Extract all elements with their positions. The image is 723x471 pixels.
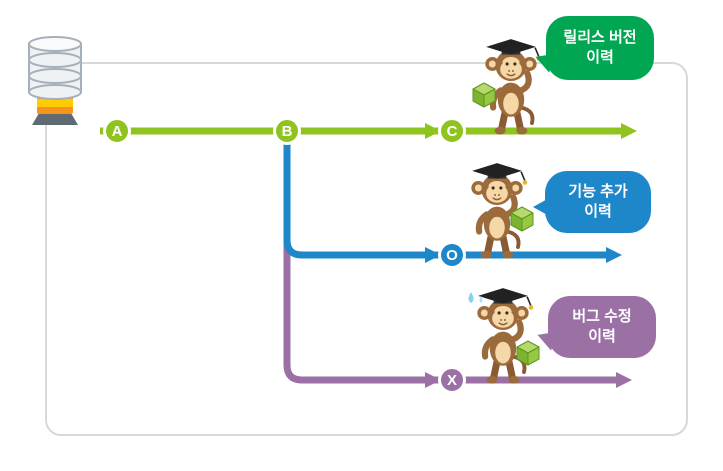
speech-bubble-feature-line1: 기능 추가: [568, 182, 628, 200]
speech-bubble-release-line2: 이력: [586, 49, 614, 66]
commit-node-b: B: [273, 117, 301, 145]
commit-node-c: C: [438, 117, 466, 145]
commit-node-x: X: [438, 366, 466, 394]
diagram-panel: [45, 62, 688, 436]
speech-bubble-release-line1: 릴리스 버전: [563, 28, 637, 46]
speech-bubble-bugfix: 버그 수정 이력: [534, 296, 656, 358]
commit-node-a: A: [103, 117, 131, 145]
speech-bubble-tail: [533, 197, 551, 217]
commit-node-c-label: C: [446, 122, 458, 140]
green-cube-icon: [510, 206, 534, 232]
commit-node-o: O: [438, 241, 466, 269]
commit-node-b-label: B: [281, 122, 293, 140]
commit-node-x-label: X: [446, 371, 457, 389]
sweat-drops-icon: [468, 292, 483, 303]
speech-bubble-feature-line2: 이력: [584, 203, 612, 220]
green-cube-icon: [472, 82, 496, 108]
speech-bubble-bugfix-line1: 버그 수정: [572, 307, 632, 325]
speech-bubble-bugfix-line2: 이력: [588, 328, 616, 345]
speech-bubble-release: 릴리스 버전 이력: [532, 16, 654, 80]
speech-bubble-feature: 기능 추가 이력: [533, 171, 651, 233]
commit-node-a-label: A: [111, 122, 123, 140]
commit-node-o-label: O: [446, 246, 458, 264]
database-icon: [28, 36, 82, 125]
